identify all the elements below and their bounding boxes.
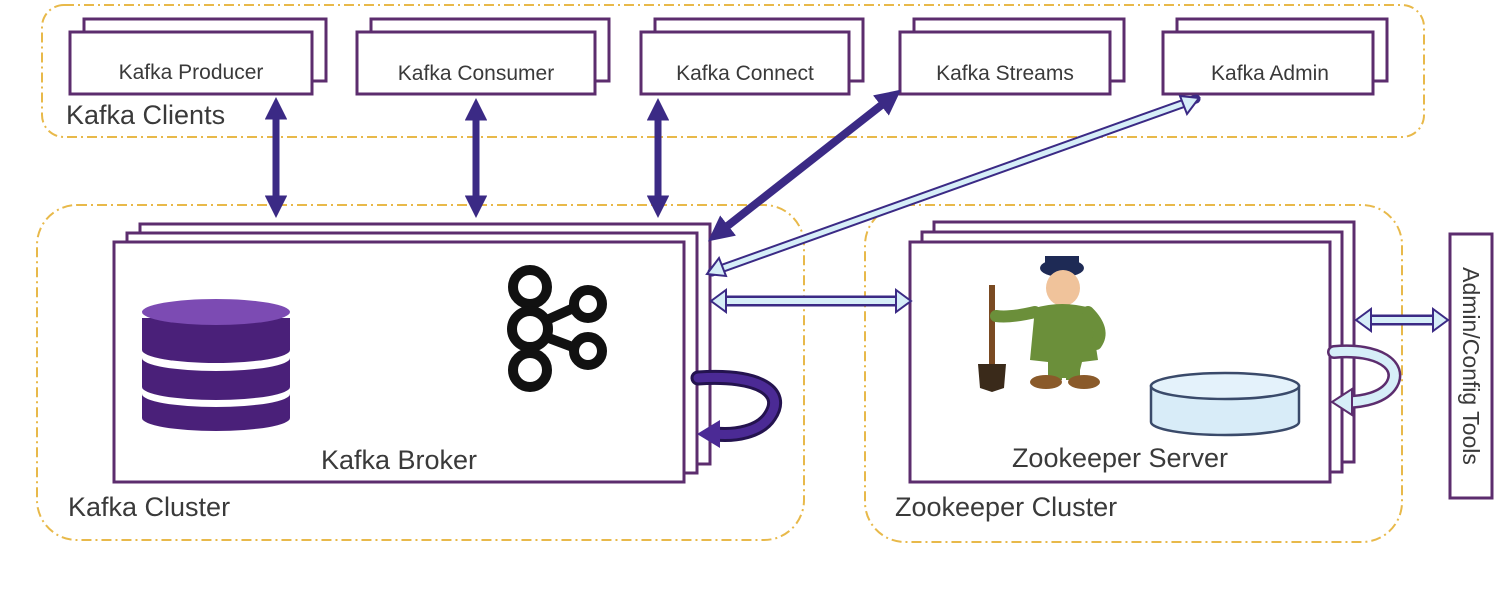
replication-loop-icon xyxy=(690,369,783,448)
client-label: Kafka Producer xyxy=(119,61,264,84)
kafka-cluster-group: Kafka Cluster xyxy=(36,204,805,541)
client-streams[interactable]: Kafka Streams xyxy=(898,17,1126,96)
kafka-broker-label: Kafka Broker xyxy=(321,445,477,475)
admin-broker-arrow xyxy=(705,94,1201,278)
kafka-clients-label: Kafka Clients xyxy=(66,100,225,130)
admin-config-tools-label: Admin/Config Tools xyxy=(1458,267,1484,465)
client-label: Kafka Streams xyxy=(936,62,1074,85)
zookeeper-cluster-group: Zookeeper Cluster xyxy=(864,204,1403,543)
zookeeper-cluster-label: Zookeeper Cluster xyxy=(895,492,1117,522)
zookeeper-server-label: Zookeeper Server xyxy=(1012,443,1228,473)
admin-config-tools-box[interactable]: Admin/Config Tools xyxy=(1448,232,1494,500)
client-label: Kafka Connect xyxy=(676,62,814,85)
client-connect[interactable]: Kafka Connect xyxy=(639,17,865,96)
zookeeper-mascot-icon xyxy=(978,256,1106,392)
streams-broker-arrow xyxy=(707,89,902,242)
zookeeper-admin-tools-arrow xyxy=(1354,307,1450,333)
client-consumer[interactable]: Kafka Consumer xyxy=(355,17,611,96)
kafka-cluster-label: Kafka Cluster xyxy=(68,492,230,522)
client-label: Kafka Admin xyxy=(1211,62,1329,85)
replication-loop-icon xyxy=(1327,344,1402,417)
client-label: Kafka Consumer xyxy=(398,62,554,85)
database-icon xyxy=(142,299,290,431)
kafka-logo-icon xyxy=(507,265,607,392)
client-admin[interactable]: Kafka Admin xyxy=(1161,17,1389,96)
datastore-icon xyxy=(1149,371,1301,437)
zookeeper-server-stack[interactable]: Zookeeper Server xyxy=(908,220,1356,484)
client-producer[interactable]: Kafka Producer xyxy=(68,17,328,96)
broker-zookeeper-arrow xyxy=(709,288,913,314)
